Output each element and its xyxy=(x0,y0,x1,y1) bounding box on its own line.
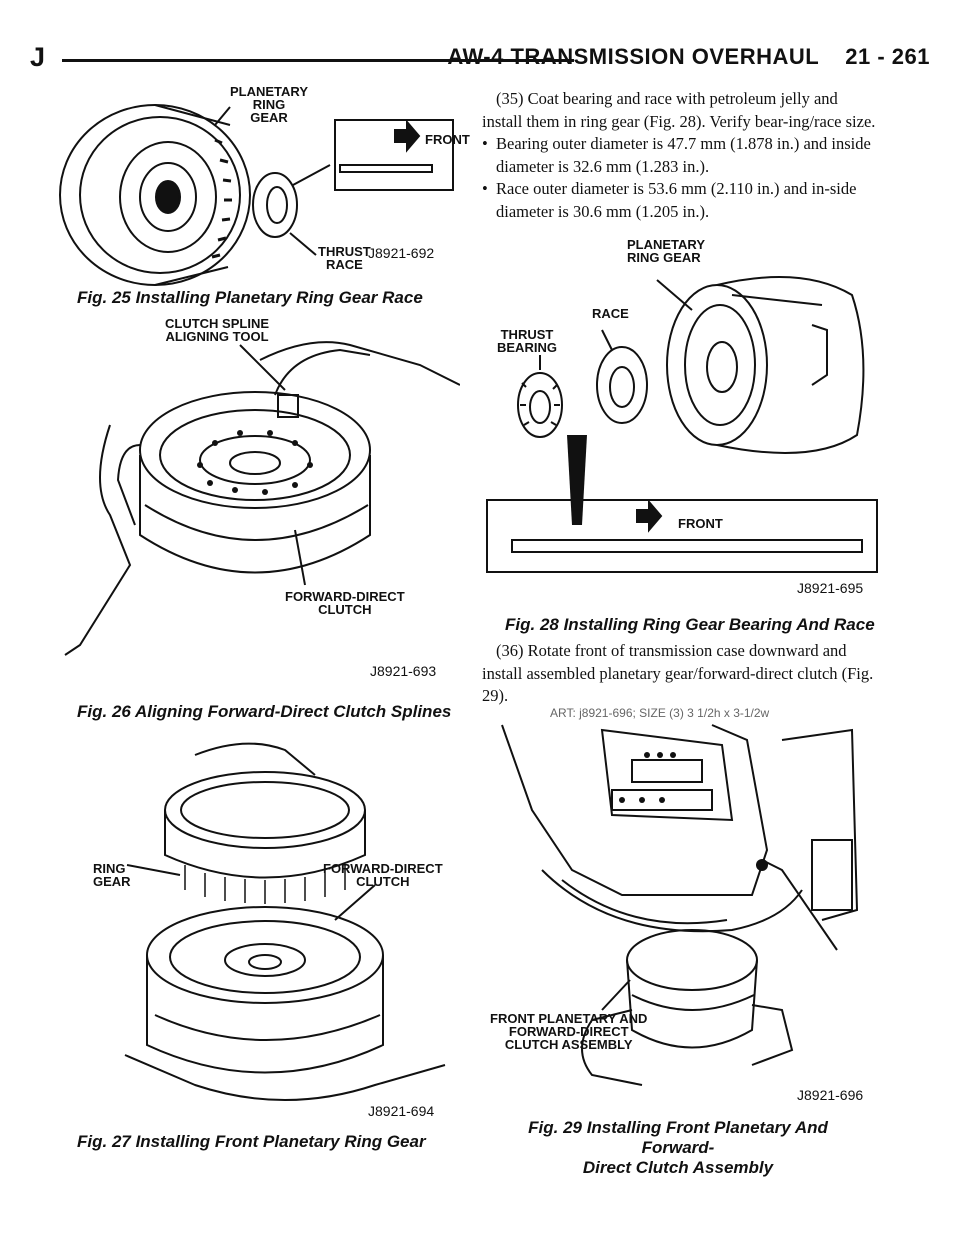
fig29-assembly-label: FRONT PLANETARY AND FORWARD-DIRECT CLUTC… xyxy=(490,1011,648,1052)
header-section-letter: J xyxy=(30,42,46,72)
fig28-caption: Fig. 28 Installing Ring Gear Bearing And… xyxy=(505,615,875,634)
fig26-caption: Fig. 26 Aligning Forward-Direct Clutch S… xyxy=(77,702,452,721)
clutch-splines-illustration xyxy=(64,341,460,656)
bullet-race-text: Race outer diameter is 53.6 mm (2.110 in… xyxy=(496,179,857,221)
planetary-ring-gear-race-illustration xyxy=(59,104,454,286)
step-35-text: (35) Coat bearing and race with petroleu… xyxy=(482,89,876,131)
bullet-bearing: • Bearing outer diameter is 47.7 mm (1.8… xyxy=(482,133,878,178)
fig27-caption: Fig. 27 Installing Front Planetary Ring … xyxy=(77,1132,426,1151)
fig29-code: J8921-696 xyxy=(797,1087,864,1103)
fig26-tool-label: CLUTCH SPLINE ALIGNING TOOL xyxy=(165,316,269,344)
figure-26: CLUTCH SPLINE ALIGNING TOOL FORWARD-DIRE… xyxy=(50,315,460,695)
front-planetary-ring-gear-illustration xyxy=(124,742,446,1101)
fig26-clutch-label: FORWARD-DIRECT CLUTCH xyxy=(285,589,405,617)
fig29-art-note: ART: j8921-696; SIZE (3) 3 1/2h x 3-1/2w xyxy=(550,706,770,720)
fig28-front-label: FRONT xyxy=(678,516,723,531)
bullet-bearing-text: Bearing outer diameter is 47.7 mm (1.878… xyxy=(496,134,871,176)
figure-25: PLANETARY RING GEAR FRONT THRUST RACE J8… xyxy=(50,84,470,290)
fig25-thrust-race-label: THRUST RACE xyxy=(318,244,371,272)
fig27-clutch-label: FORWARD-DIRECT CLUTCH xyxy=(323,861,443,889)
fig26-code: J8921-693 xyxy=(370,663,437,679)
bullet-race: • Race outer diameter is 53.6 mm (2.110 … xyxy=(482,178,878,223)
front-planetary-clutch-assembly-illustration xyxy=(501,724,859,1086)
fig27-code: J8921-694 xyxy=(368,1103,435,1119)
fig25-code: J8921-692 xyxy=(368,245,435,261)
bullet-dot-icon: • xyxy=(482,179,488,198)
step-35-block: (35) Coat bearing and race with petroleu… xyxy=(482,88,878,223)
step-36-block: (36) Rotate front of transmission case d… xyxy=(482,640,878,708)
figure-27: RING GEAR FORWARD-DIRECT CLUTCH J8921-69… xyxy=(85,725,460,1125)
fig25-caption: Fig. 25 Installing Planetary Ring Gear R… xyxy=(77,288,423,307)
header-title: AW-4 TRANSMISSION OVERHAUL 21 - 261 xyxy=(447,44,930,69)
fig27-ring-gear-label: RING GEAR xyxy=(93,861,131,889)
figure-29: FRONT PLANETARY AND FORWARD-DIRECT CLUTC… xyxy=(482,720,882,1105)
page-header: J AW-4 TRANSMISSION OVERHAUL 21 - 261 xyxy=(30,42,930,78)
step-36-text: (36) Rotate front of transmission case d… xyxy=(482,641,874,705)
bullet-dot-icon: • xyxy=(482,134,488,153)
ring-gear-bearing-race-illustration xyxy=(486,276,878,573)
fig25-front-label: FRONT xyxy=(425,132,470,147)
fig28-race-label: RACE xyxy=(592,306,629,321)
fig29-caption: Fig. 29 Installing Front Planetary And F… xyxy=(528,1118,828,1177)
fig28-bearing-label: THRUST BEARING xyxy=(497,327,557,355)
fig28-code: J8921-695 xyxy=(797,580,864,596)
fig25-ring-gear-label: PLANETARY RING GEAR xyxy=(230,84,308,125)
figure-28: PLANETARY RING GEAR RACE THRUST BEARING … xyxy=(482,235,882,600)
header-rule xyxy=(62,59,574,62)
fig28-ring-gear-label: PLANETARY RING GEAR xyxy=(627,237,705,265)
